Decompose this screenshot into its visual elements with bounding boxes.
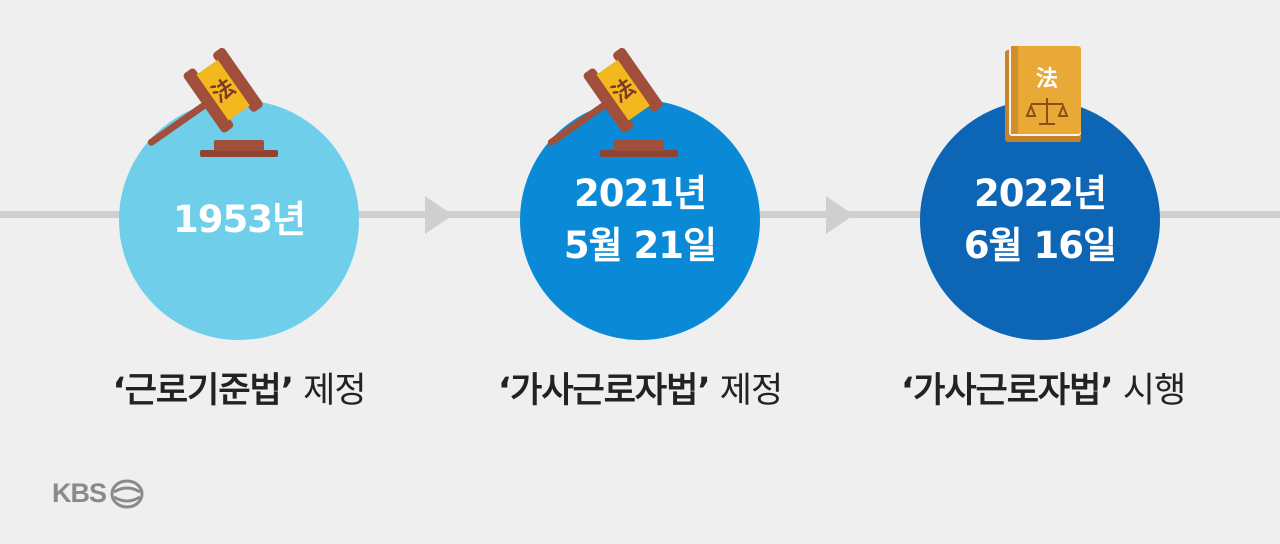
- milestone-date-line2: 6월 16일: [963, 224, 1117, 267]
- milestone-date-line1: 2021년: [573, 172, 707, 215]
- milestone-caption-3: ‘가사근로자법’ 시행: [833, 362, 1253, 413]
- kbs-logo-icon: [110, 479, 144, 508]
- timeline-arrow-1: [425, 196, 453, 234]
- caption-action: 제정: [709, 371, 783, 411]
- caption-law-name: ‘가사근로자법’: [497, 371, 711, 411]
- caption-action: 제정: [293, 371, 366, 411]
- timeline-arrow-2: [826, 196, 854, 234]
- law-book-icon: 法: [1005, 46, 1081, 142]
- milestone-caption-1: ‘근로기준법’ 제정: [29, 362, 449, 413]
- kbs-logo: KBS: [52, 478, 144, 509]
- milestone-date-line2: 5월 21일: [563, 224, 717, 267]
- milestone-caption-2: ‘가사근로자법’ 제정: [430, 362, 850, 413]
- milestone-date-line1: 2022년: [973, 172, 1107, 215]
- kbs-logo-text: KBS: [52, 478, 107, 508]
- book-glyph: 法: [1036, 67, 1058, 92]
- caption-law-name: ‘근로기준법’: [112, 371, 294, 411]
- caption-law-name: ‘가사근로자법’: [900, 371, 1114, 411]
- gavel-icon: 法: [147, 47, 278, 157]
- milestone-date-line1: 1953년: [172, 198, 306, 241]
- caption-action: 시행: [1112, 371, 1186, 411]
- scales-icon: [1025, 98, 1069, 125]
- gavel-icon: 法: [547, 47, 678, 157]
